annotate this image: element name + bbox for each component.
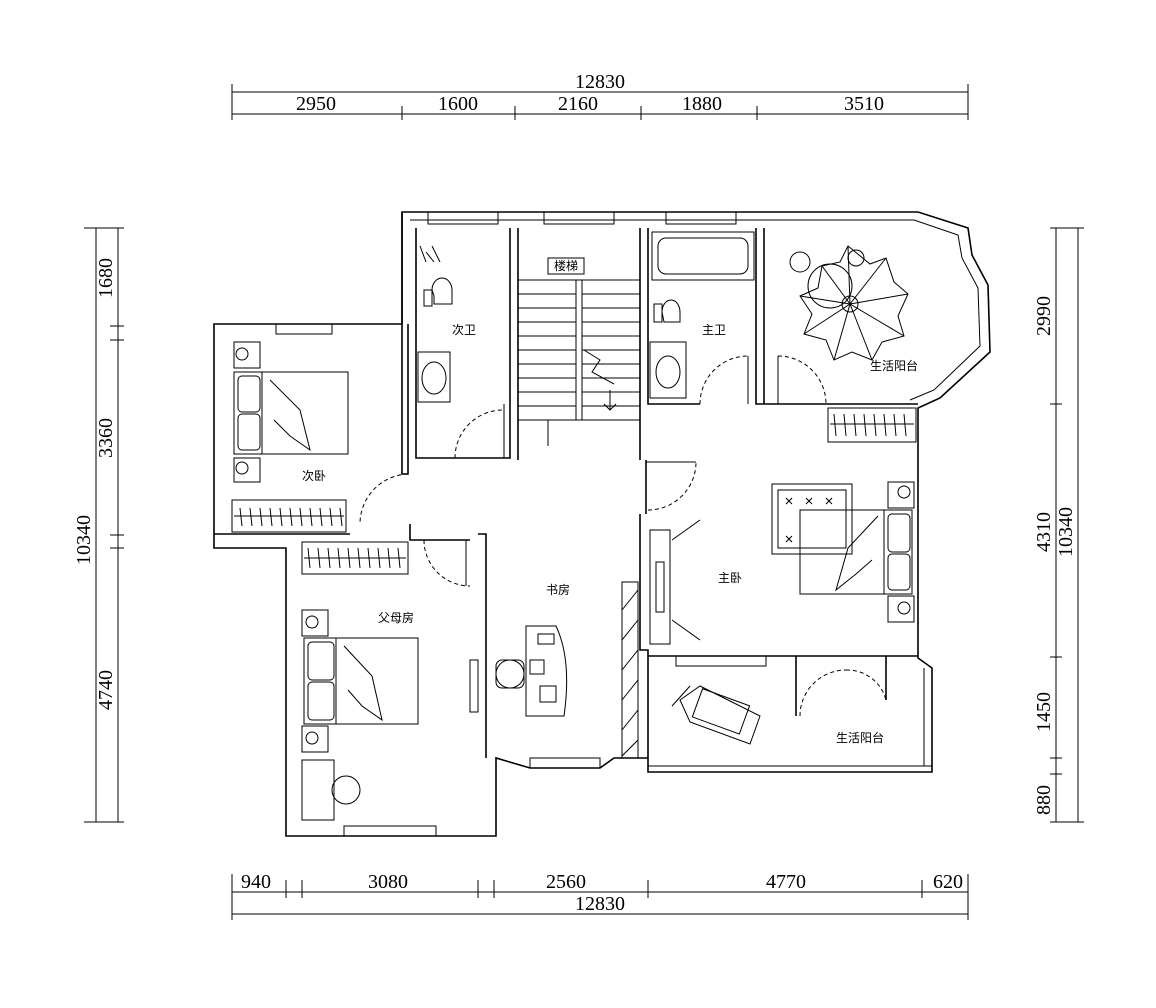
room-label-master-bath: 主卫: [702, 323, 726, 337]
right-dim-1: 2990: [1033, 296, 1055, 336]
left-total-dimension: 10340: [73, 515, 95, 565]
room-label-second-bedroom: 次卧: [302, 469, 326, 483]
top-dim-3: 2160: [558, 93, 598, 115]
room-label-master-bedroom: 主卧: [718, 571, 742, 585]
right-total-dimension: 10340: [1055, 507, 1077, 557]
right-dim-3: 1450: [1033, 692, 1055, 732]
room-label-stairs: 楼梯: [554, 258, 578, 273]
bottom-dim-1: 940: [241, 871, 271, 893]
second-bedroom-furniture: [231, 341, 349, 533]
left-dim-1: 1680: [95, 258, 117, 298]
bottom-dim-5: 620: [933, 871, 963, 893]
doors: [359, 355, 887, 717]
room-label-study: 书房: [546, 582, 570, 597]
left-dimension-group: 10340 1680 3360 4740: [73, 227, 124, 823]
balcony-top-furniture: [789, 245, 909, 361]
top-dim-1: 2950: [296, 93, 336, 115]
room-labels: 楼梯 次卫 主卫 生活阳台 次卧 书房 主卧 父母房 生活阳台: [302, 258, 918, 745]
right-dim-2: 4310: [1033, 512, 1055, 552]
bottom-dim-2: 3080: [368, 871, 408, 893]
room-label-parents-room: 父母房: [378, 610, 414, 625]
interior-walls: [214, 212, 918, 758]
left-dim-3: 4740: [95, 670, 117, 710]
top-dim-2: 1600: [438, 93, 478, 115]
top-dim-5: 3510: [844, 93, 884, 115]
parents-room-furniture: [301, 541, 479, 821]
bottom-dim-4: 4770: [766, 871, 806, 893]
study-furniture: [495, 581, 639, 759]
master-bedroom-furniture: [649, 407, 917, 645]
balcony-bottom-furniture: [671, 685, 761, 745]
top-dim-4: 1880: [682, 93, 722, 115]
top-total-dimension: 12830: [575, 71, 625, 93]
right-dim-4: 880: [1033, 785, 1055, 815]
stairs: [518, 257, 640, 446]
bottom-dimension-group: 940 3080 2560 4770 620 12830: [231, 871, 969, 920]
right-dimension-group: 2990 4310 10340 1450 880: [1033, 227, 1084, 823]
room-label-balcony-top: 生活阳台: [870, 358, 918, 373]
bath-fixtures: [417, 231, 755, 403]
room-label-balcony-bottom: 生活阳台: [836, 730, 884, 745]
top-dimension-group: 12830 2950 1600 2160 1880 3510: [231, 71, 969, 120]
left-dim-2: 3360: [95, 418, 117, 458]
bottom-dim-3: 2560: [546, 871, 586, 893]
room-label-second-bath: 次卫: [452, 323, 476, 337]
bottom-total-dimension: 12830: [575, 893, 625, 915]
